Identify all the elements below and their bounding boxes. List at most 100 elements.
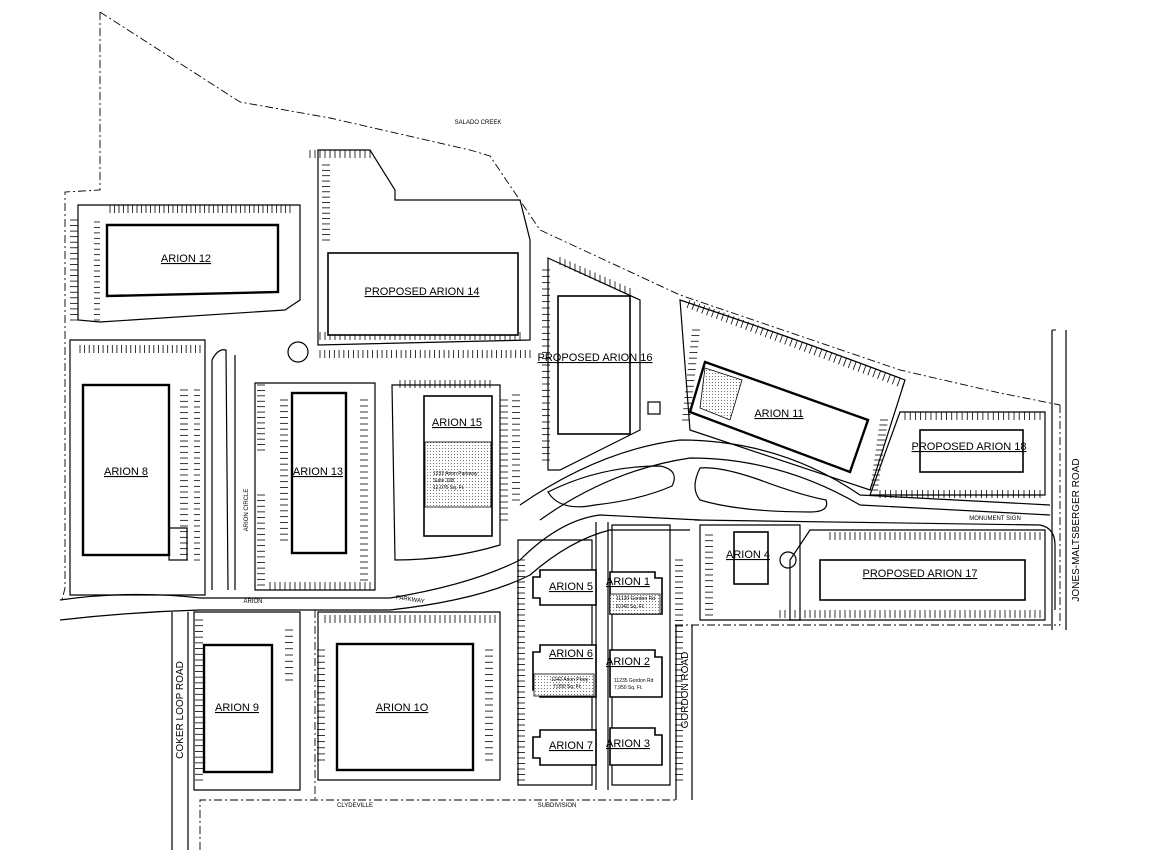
- parking-stall: [769, 330, 774, 340]
- parking-stall: [750, 323, 754, 332]
- parking-stall: [842, 358, 847, 367]
- parking-stall: [779, 334, 784, 343]
- road-labels: SALADO CREEK MONUMENT SIGN ARION PARKWAY…: [175, 120, 1082, 809]
- parking-stall: [803, 343, 808, 352]
- parking-stall: [813, 347, 818, 356]
- label-arion-13: ARION 13: [293, 466, 343, 478]
- parking-stall: [833, 354, 837, 363]
- label-arion-1: ARION 1: [606, 576, 650, 588]
- label-arion-4: ARION 4: [726, 549, 770, 561]
- parking-stall: [789, 338, 793, 347]
- parking-stall: [686, 299, 691, 309]
- label-road-parkway: PARKWAY: [395, 595, 424, 605]
- label-clydeville: CLYDEVILLE: [337, 803, 373, 809]
- label-arion-6: ARION 6: [549, 648, 593, 660]
- parking-stall: [847, 359, 852, 369]
- medians: [287, 341, 828, 513]
- label-arion-8: ARION 8: [104, 466, 148, 478]
- arion-15-suite-line-3: 12,075 Sq. Ft.: [433, 485, 464, 491]
- label-road-gordon: GORDON ROAD: [680, 652, 691, 729]
- building-proposed-arion-18[interactable]: [919, 429, 1024, 473]
- parking-stall: [735, 318, 740, 327]
- parking-stall: [794, 339, 798, 349]
- label-arion-5: ARION 5: [549, 581, 593, 593]
- parking-stall: [740, 319, 745, 329]
- parking-stall: [730, 316, 735, 325]
- parking-stall: [818, 348, 823, 358]
- building-arion-8[interactable]: [81, 383, 171, 557]
- parking-stall: [872, 368, 877, 378]
- arion-11-shaded-suite: [699, 367, 743, 421]
- building-arion-13[interactable]: [290, 391, 348, 555]
- parking-stall: [696, 303, 701, 312]
- label-proposed-arion-18: PROPOSED ARION 18: [912, 441, 1027, 453]
- label-proposed-arion-14: PROPOSED ARION 14: [365, 286, 480, 298]
- parking-stall: [828, 352, 833, 361]
- building-proposed-arion-16[interactable]: [557, 295, 631, 435]
- label-monument-sign: MONUMENT SIGN: [969, 516, 1021, 522]
- arion-15-shaded-suite: [424, 441, 492, 508]
- parking-stall: [706, 307, 710, 316]
- arion-15-suite-line-1: 1232 Arion Parkway: [433, 471, 478, 477]
- label-arion-10: ARION 1O: [376, 702, 429, 714]
- arion-6-suite-line-1: 1242 Arion Pkwy: [551, 677, 589, 683]
- arion-1-suite-line-2: 8,040 Sq. Ft.: [616, 604, 645, 610]
- building-arion-7[interactable]: [532, 729, 597, 766]
- parking-stall: [808, 345, 813, 354]
- arion-15-suite-line-2: Suite 108: [433, 478, 454, 484]
- label-road-coker-loop: COKER LOOP ROAD: [175, 661, 186, 759]
- parking-stall: [857, 363, 862, 372]
- arion-8-annex: [168, 527, 188, 561]
- parking-stall: [886, 374, 891, 383]
- parking-stall: [784, 336, 789, 345]
- label-arion-3: ARION 3: [606, 738, 650, 750]
- label-arion-12: ARION 12: [161, 253, 211, 265]
- building-arion-10[interactable]: [335, 642, 475, 772]
- parking-stall: [774, 332, 779, 341]
- label-road-arion-circle: ARION CIRCLE: [244, 489, 250, 532]
- building-arion-3[interactable]: [609, 727, 663, 766]
- arion-1-suite-line-1: 11120 Gordon Rd: [616, 596, 655, 602]
- parking-lots: [69, 149, 1046, 791]
- building-arion-4[interactable]: [733, 531, 769, 585]
- label-road-arion: ARION: [243, 599, 262, 605]
- parking-stall: [838, 356, 842, 365]
- label-arion-9: ARION 9: [215, 702, 259, 714]
- parking-stall: [725, 314, 730, 323]
- building-proposed-arion-14[interactable]: [327, 252, 519, 336]
- building-arion-12[interactable]: [105, 223, 280, 298]
- building-arion-2[interactable]: [609, 649, 663, 698]
- property-boundary: [61, 11, 1061, 850]
- arion-2-suite-line-1: 11235 Gordon Rd: [614, 678, 654, 684]
- label-salado-creek: SALADO CREEK: [455, 120, 502, 126]
- building-arion-5[interactable]: [532, 569, 597, 606]
- building-proposed-arion-17[interactable]: [819, 559, 1026, 601]
- parking-stall: [852, 361, 857, 370]
- label-subdivision: SUBDIVISION: [538, 803, 577, 809]
- label-arion-2: ARION 2: [606, 656, 650, 668]
- misc-features: [647, 329, 1056, 569]
- building-arion-9[interactable]: [202, 643, 274, 774]
- arion-2-suite-line-2: 7,950 Sq. Ft.: [614, 685, 643, 691]
- parking-stalls: [70, 150, 1041, 781]
- parking-stall: [711, 308, 715, 318]
- parking-stall: [877, 370, 881, 380]
- arion-1-shaded-suite: [609, 593, 661, 615]
- label-arion-7: ARION 7: [549, 740, 593, 752]
- parking-stall: [799, 341, 803, 350]
- parking-stall: [823, 350, 828, 360]
- parking-stall: [882, 372, 886, 381]
- arion-6-suite-line-2: 7,050 Sq. Ft.: [553, 684, 582, 690]
- parking-stall: [755, 325, 759, 334]
- label-road-jones-maltsberger: JONES-MALTSBERGER ROAD: [1071, 458, 1082, 601]
- parking-stall: [745, 321, 750, 330]
- parking-stall: [764, 328, 769, 338]
- building-labels: ARION 12 PROPOSED ARION 14 PROPOSED ARIO…: [104, 253, 1026, 752]
- parking-stall: [896, 378, 901, 387]
- label-proposed-arion-16: PROPOSED ARION 16: [538, 352, 653, 364]
- parking-stall: [720, 312, 725, 321]
- parking-stall: [715, 310, 720, 320]
- label-proposed-arion-17: PROPOSED ARION 17: [863, 568, 978, 580]
- parking-stall: [691, 301, 696, 310]
